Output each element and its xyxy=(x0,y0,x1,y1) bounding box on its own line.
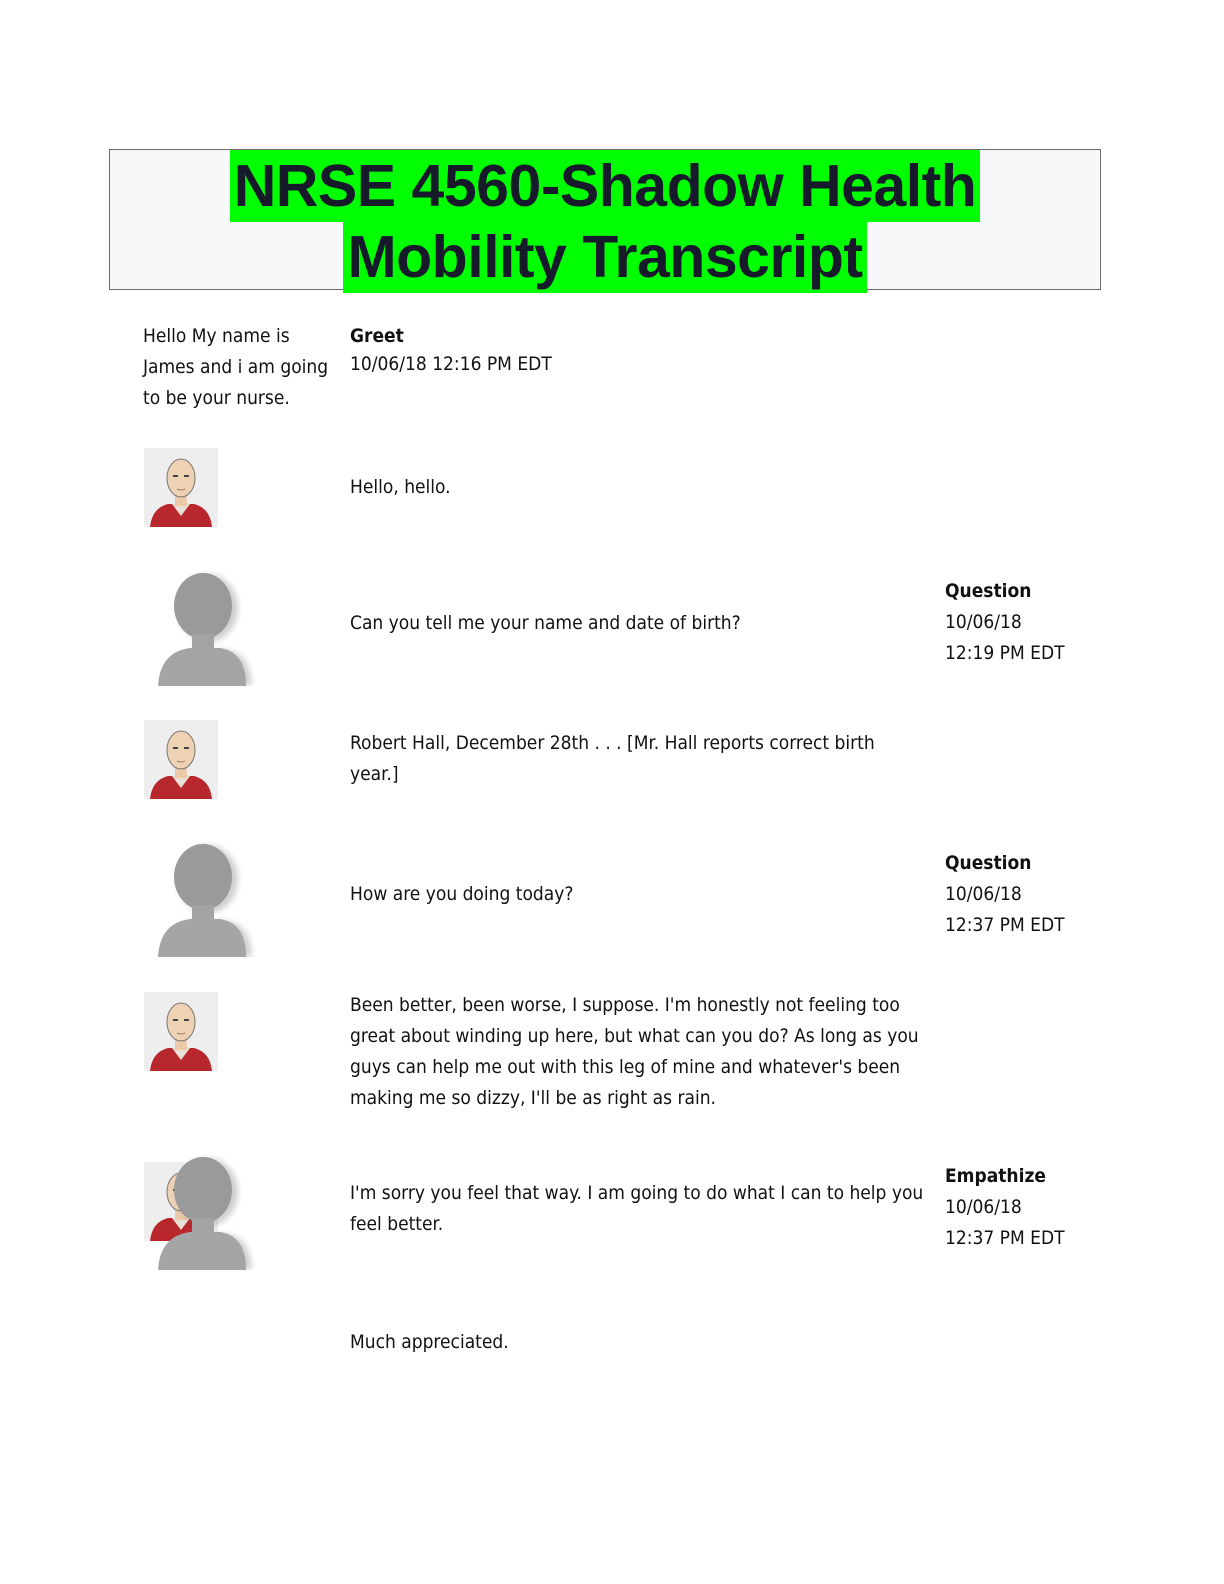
message-line: How are you doing today? xyxy=(350,883,574,905)
message-text: How are you doing today? xyxy=(350,879,573,910)
time: 12:37 PM EDT xyxy=(945,914,1065,936)
intro-line: to be your nurse. xyxy=(143,387,290,409)
message-text: Robert Hall, December 28th . . . [Mr. Ha… xyxy=(350,728,875,790)
message-line: Hello, hello. xyxy=(350,476,451,498)
timestamp: 10/06/18 12:16 PM EDT xyxy=(350,353,552,375)
message-text: Hello, hello. xyxy=(350,472,451,503)
message-line: great about winding up here, but what ca… xyxy=(350,1025,919,1047)
patient-avatar-icon xyxy=(144,992,218,1071)
message-line: Much appreciated. xyxy=(350,1331,509,1353)
title-line-2: Mobility Transcript xyxy=(343,221,867,293)
message-line: I'm sorry you feel that way. I am going … xyxy=(350,1182,924,1204)
message-line: year.] xyxy=(350,763,399,785)
time: 12:19 PM EDT xyxy=(945,642,1065,664)
message-text: I'm sorry you feel that way. I am going … xyxy=(350,1178,923,1240)
category-label: Question xyxy=(945,852,1032,874)
title-line-1: NRSE 4560-Shadow Health xyxy=(229,150,981,222)
message-meta: Empathize 10/06/18 12:37 PM EDT xyxy=(945,1161,1065,1254)
message-line: guys can help me out with this leg of mi… xyxy=(350,1056,901,1078)
title-banner: NRSE 4560-Shadow Health Mobility Transcr… xyxy=(109,149,1101,293)
nurse-avatar-icon xyxy=(146,841,256,957)
message-line: Can you tell me your name and date of bi… xyxy=(350,612,741,634)
date: 10/06/18 xyxy=(945,611,1022,633)
message-meta: Question 10/06/18 12:19 PM EDT xyxy=(945,576,1065,669)
message-line: feel better. xyxy=(350,1213,444,1235)
time: 12:37 PM EDT xyxy=(945,1227,1065,1249)
category-label: Question xyxy=(945,580,1032,602)
message-text: Been better, been worse, I suppose. I'm … xyxy=(350,990,919,1114)
message-text: Can you tell me your name and date of bi… xyxy=(350,608,741,639)
date: 10/06/18 xyxy=(945,1196,1022,1218)
nurse-avatar-icon xyxy=(146,1154,256,1270)
date: 10/06/18 xyxy=(945,883,1022,905)
message-meta: Question 10/06/18 12:37 PM EDT xyxy=(945,848,1065,941)
message-line: making me so dizzy, I'll be as right as … xyxy=(350,1087,716,1109)
category-label: Greet xyxy=(350,325,404,347)
category-label: Empathize xyxy=(945,1165,1047,1187)
message-line: Been better, been worse, I suppose. I'm … xyxy=(350,994,900,1016)
message-line: Robert Hall, December 28th . . . [Mr. Ha… xyxy=(350,732,875,754)
intro-line: James and i am going xyxy=(143,356,329,378)
nurse-avatar-icon xyxy=(146,570,256,686)
intro-text: Hello My name is James and i am going to… xyxy=(143,321,328,414)
patient-avatar-icon xyxy=(144,448,218,527)
intro-line: Hello My name is xyxy=(143,325,290,347)
message-text: Much appreciated. xyxy=(350,1327,509,1358)
patient-avatar-icon xyxy=(144,720,218,799)
